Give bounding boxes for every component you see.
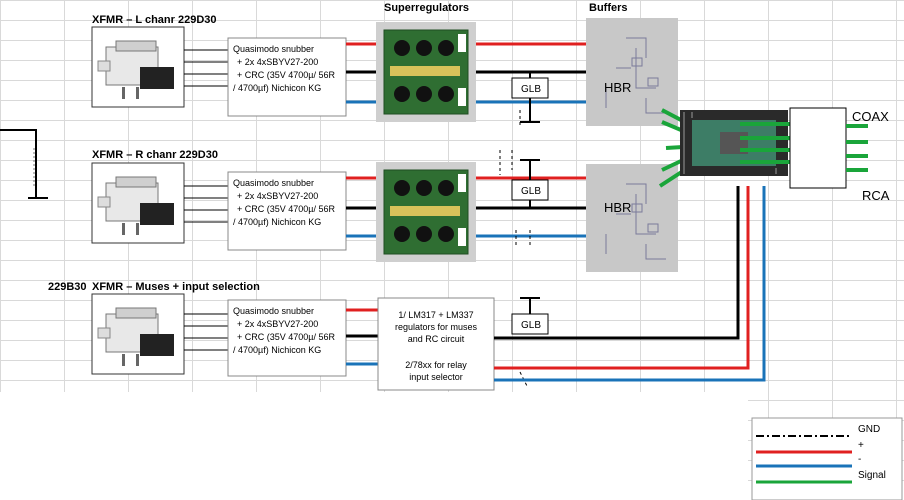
snubber-muses-line2: + 2x 4xSBYV27-200: [237, 319, 318, 329]
rca-label: RCA: [862, 188, 890, 203]
buffer-l-label: HBR: [604, 80, 631, 95]
glb-muses-label: GLB: [521, 320, 541, 331]
snubber-muses-line1: Quasimodo snubber: [233, 306, 314, 316]
snubber-box-muses: [227, 299, 347, 377]
regulator-line4: 2/78xx for relay: [405, 360, 467, 370]
snubber-l-line4: / 4700µf) Nichicon KG: [233, 83, 321, 93]
muses-supply-lines: [494, 186, 766, 382]
legend-gnd-label: GND: [858, 424, 880, 435]
xfmr-r-wires: [184, 185, 228, 223]
snubber-box-r: [227, 171, 347, 251]
snubber-l-line3: + CRC (35V 4700µ/ 56R: [237, 70, 335, 80]
glb-muses: GLB: [511, 297, 549, 335]
glb-l: GLB: [511, 72, 549, 123]
snubber-muses-line4: / 4700µf) Nichicon KG: [233, 345, 321, 355]
glb-l-label: GLB: [521, 84, 541, 95]
legend: GND + - Signal: [751, 417, 903, 500]
ground-hints: [499, 110, 531, 389]
snubber-r-line2: + 2x 4xSBYV27-200: [237, 191, 318, 201]
regulator-line2: regulators for muses: [395, 322, 478, 332]
legend-negative-label: -: [858, 454, 861, 465]
snubber-box-l: [227, 37, 347, 117]
snubber-r-line4: / 4700µf) Nichicon KG: [233, 217, 321, 227]
output-pins: [846, 124, 868, 172]
coax-label: COAX: [852, 109, 889, 124]
snubber-l-to-pcb: [346, 42, 376, 104]
buffer-r-label: HBR: [604, 200, 631, 215]
pcb-l-to-buffer: [476, 42, 588, 104]
xfmr-l-title: XFMR – L chanr 229D30: [92, 14, 217, 26]
regulator-line1: 1/ LM317 + LM337: [398, 310, 473, 320]
snubber-l-line2: + 2x 4xSBYV27-200: [237, 57, 318, 67]
snubber-r-line3: + CRC (35V 4700µ/ 56R: [237, 204, 335, 214]
buffers-header: Buffers: [589, 2, 628, 14]
xfmr-muses-title: XFMR – Muses + input selection: [92, 281, 260, 293]
pcb-r-to-buffer: [476, 176, 588, 238]
glb-r: GLB: [511, 159, 549, 208]
snubber-muses-line3: + CRC (35V 4700µ/ 56R: [237, 332, 335, 342]
xfmr-muses-wires: [184, 313, 228, 351]
legend-positive-label: +: [858, 440, 864, 451]
glb-r-label: GLB: [521, 186, 541, 197]
regulator-line3: and RC circuit: [408, 334, 465, 344]
superregulator-l-image: [375, 21, 477, 123]
regulator-box: [377, 297, 495, 391]
chip-outputs: [740, 122, 794, 164]
regulator-line5: input selector: [409, 372, 463, 382]
snubber-l-line1: Quasimodo snubber: [233, 44, 314, 54]
superregulator-r-image: [375, 161, 477, 263]
xfmr-r-image: [91, 162, 185, 244]
xfmr-muses-prefix: 229B30: [48, 281, 87, 293]
output-connector-box: [789, 107, 847, 189]
snubber-r-line1: Quasimodo snubber: [233, 178, 314, 188]
blank-area: [0, 392, 748, 500]
xfmr-r-title: XFMR – R chanr 229D30: [92, 149, 218, 161]
xfmr-muses-image: [91, 293, 185, 375]
buffer-r-image: [585, 163, 679, 273]
dac-chip: [680, 110, 788, 176]
snubber-muses-to-reg: [346, 308, 378, 366]
snubber-r-to-pcb: [346, 176, 376, 238]
left-ground-symbol: [0, 129, 48, 199]
superregulators-header: Superregulators: [384, 2, 469, 14]
legend-signal-label: Signal: [858, 470, 886, 481]
xfmr-l-wires: [184, 49, 228, 87]
xfmr-l-image: [91, 26, 185, 108]
